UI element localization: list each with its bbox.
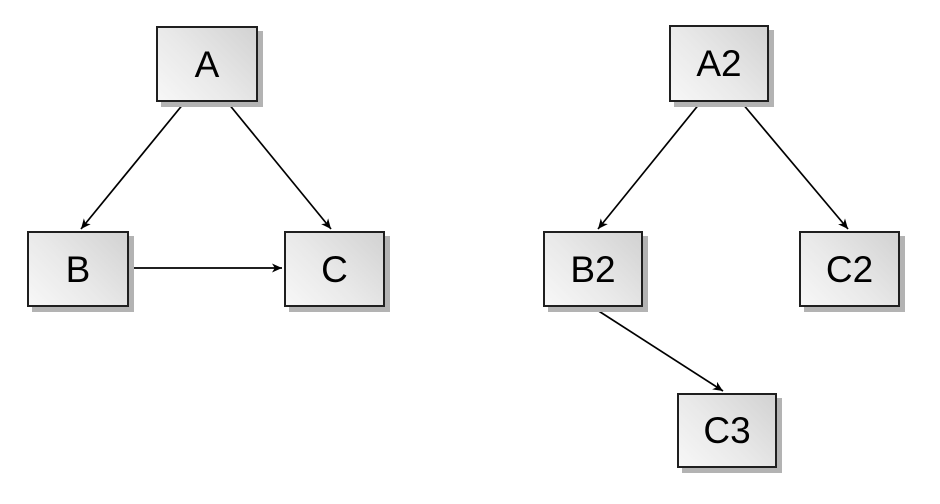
edge-A2-to-B2	[597, 102, 701, 230]
node-A: A	[156, 26, 258, 102]
edge-A-to-B	[80, 102, 185, 230]
node-label-C3: C3	[703, 410, 751, 451]
node-C2: C2	[799, 231, 900, 307]
node-C3: C3	[677, 393, 777, 468]
node-label-A2: A2	[696, 43, 742, 84]
node-label-A: A	[194, 43, 220, 85]
edge-A2-to-C2	[741, 102, 849, 230]
edge-B2-to-C3	[593, 307, 724, 392]
node-label-B2: B2	[570, 248, 616, 290]
node-B2: B2	[543, 231, 643, 307]
edge-A-to-C	[227, 102, 332, 230]
node-B: B	[27, 231, 129, 307]
node-label-B: B	[65, 248, 91, 290]
node-label-C2: C2	[825, 248, 874, 290]
node-A2: A2	[669, 25, 769, 102]
node-C: C	[284, 231, 385, 307]
node-label-C: C	[321, 248, 348, 290]
